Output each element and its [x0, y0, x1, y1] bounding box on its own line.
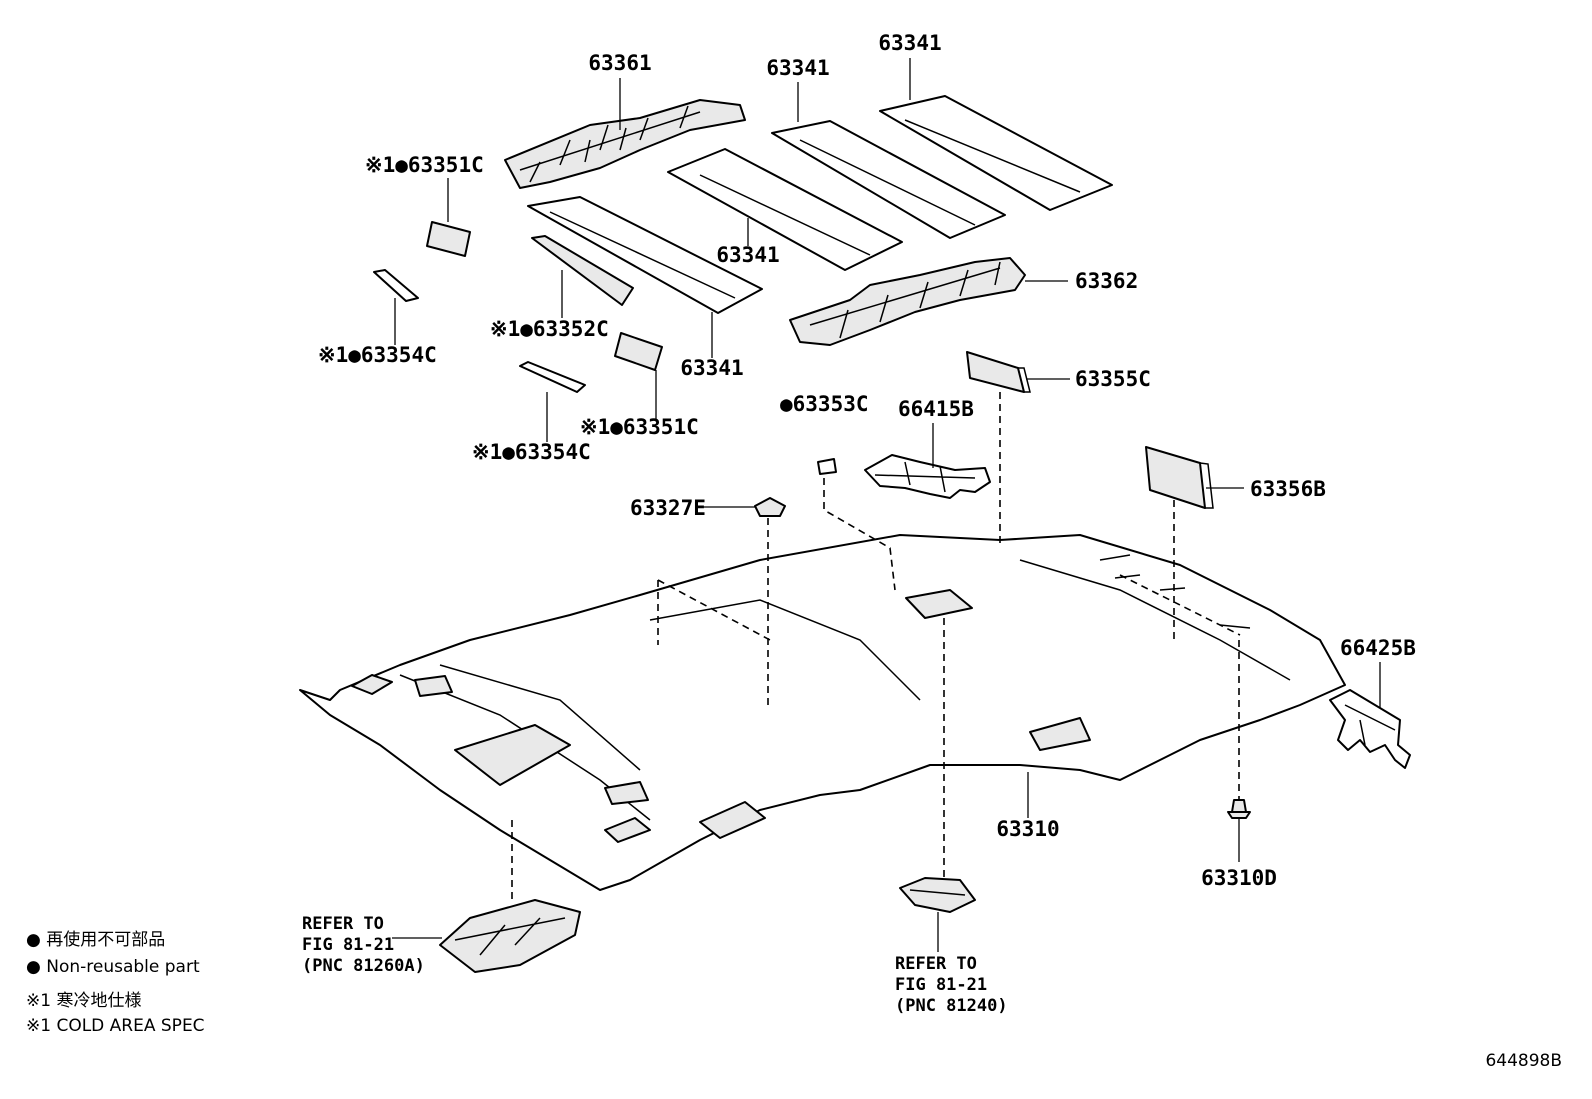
insulation-pad-center-front [667, 148, 903, 271]
label-63341-c: 63341 [716, 243, 779, 267]
pad-63353c [817, 458, 837, 475]
legend: ● 再使用不可部品 ● Non-reusable part ※1 寒冷地仕様 ※… [26, 929, 205, 1036]
refer-right-line3: (PNC 81240) [895, 996, 1008, 1016]
label-63341-b: 63341 [878, 31, 941, 55]
fit-lines [511, 392, 1241, 900]
label-63310: 63310 [996, 817, 1059, 841]
leader-lines [392, 58, 1381, 952]
label-63353c: ●63353C [780, 392, 869, 416]
pad-63351c-lower [614, 332, 663, 371]
label-63361: 63361 [588, 51, 651, 75]
refer-right-line1: REFER TO [895, 954, 977, 974]
label-63341-a: 63341 [766, 56, 829, 80]
figure-code: 644898B [1485, 1051, 1562, 1071]
legend-nonreusable-en: ● Non-reusable part [26, 957, 200, 977]
refer-right-line2: FIG 81-21 [895, 975, 987, 995]
legend-nonreusable-jp: ● 再使用不可部品 [26, 929, 165, 950]
refer-left-line1: REFER TO [302, 914, 384, 934]
label-63356b: 63356B [1250, 477, 1326, 501]
insulation-pad-rear [879, 95, 1113, 211]
label-63352c: ※1●63352C [490, 317, 609, 341]
pad-63354c-lower [519, 361, 586, 393]
bracket-66415b [864, 454, 991, 499]
label-63354c-lower: ※1●63354C [472, 440, 591, 464]
label-63327e: 63327E [630, 496, 706, 520]
roof-bracket-rear [789, 257, 1026, 346]
legend-cold-en: ※1 COLD AREA SPEC [26, 1016, 205, 1036]
block-63356b [1145, 446, 1214, 509]
block-63355c [966, 351, 1031, 393]
dome-lamp-front [439, 899, 581, 973]
label-63355c: 63355C [1075, 367, 1151, 391]
label-63310d: 63310D [1201, 866, 1277, 890]
refer-left-line2: FIG 81-21 [302, 935, 394, 955]
insulation-pad-center-rear [771, 120, 1006, 239]
label-63354c-upper: ※1●63354C [318, 343, 437, 367]
legend-cold-jp: ※1 寒冷地仕様 [26, 991, 141, 1011]
label-66425b: 66425B [1340, 636, 1416, 660]
label-63351c-lower: ※1●63351C [580, 415, 699, 439]
screw-63310d [1227, 799, 1251, 819]
label-66415b: 66415B [898, 397, 974, 421]
pad-63354c-upper [373, 269, 419, 302]
headliner-63310 [299, 534, 1346, 891]
clip-63327e [754, 497, 786, 517]
map-lamp-center [899, 877, 976, 913]
roof-bracket-front [504, 99, 746, 189]
pad-63352c [531, 235, 634, 306]
label-63341-d: 63341 [680, 356, 743, 380]
refer-note-right: REFER TO FIG 81-21 (PNC 81240) [895, 954, 1008, 1016]
refer-left-line3: (PNC 81260A) [302, 956, 425, 976]
insulation-pad-front [527, 196, 763, 314]
pad-63351c-upper [426, 221, 471, 257]
bracket-66425b [1329, 689, 1411, 769]
label-63351c-upper: ※1●63351C [365, 153, 484, 177]
label-63362: 63362 [1075, 269, 1138, 293]
refer-note-left: REFER TO FIG 81-21 (PNC 81260A) [302, 914, 425, 976]
